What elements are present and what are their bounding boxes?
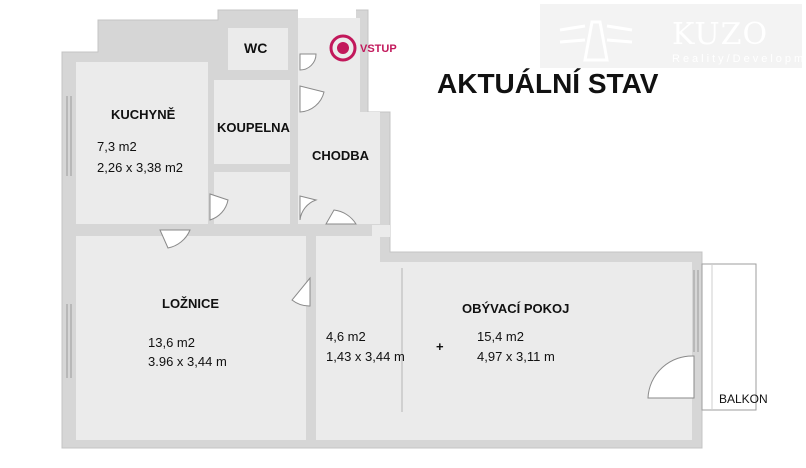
room-bedroom bbox=[76, 236, 306, 440]
doors bbox=[159, 53, 695, 399]
logo: KUZO Reality/Development bbox=[540, 4, 806, 68]
living-area: 15,4 m2 bbox=[477, 329, 524, 344]
room-hallway bbox=[298, 18, 380, 224]
hallway-name: CHODBA bbox=[312, 148, 370, 163]
door-bedroom bbox=[159, 229, 191, 249]
rooms bbox=[76, 18, 692, 440]
room-living-main bbox=[316, 262, 692, 440]
balcony-area bbox=[701, 263, 757, 411]
entrance-opening bbox=[298, 6, 356, 18]
bedroom-name: LOŽNICE bbox=[162, 296, 219, 311]
annex-dims: 1,43 x 3,44 m bbox=[326, 349, 405, 364]
logo-tagline: Reality/Development bbox=[672, 53, 806, 65]
wc-name: WC bbox=[244, 40, 267, 56]
door-storage bbox=[299, 195, 318, 221]
door-kitchen bbox=[209, 193, 229, 221]
annex-area: 4,6 m2 bbox=[326, 329, 366, 344]
lighthouse-icon bbox=[559, 20, 633, 62]
balcony-name: BALKON bbox=[719, 392, 768, 406]
living-dims: 4,97 x 3,11 m bbox=[477, 349, 555, 364]
door-balcony bbox=[647, 355, 695, 399]
bathroom-name: KOUPELNA bbox=[217, 120, 291, 135]
entrance-label: VSTUP bbox=[360, 43, 397, 55]
logo-background bbox=[540, 4, 802, 68]
door-bathroom bbox=[299, 85, 325, 113]
living-name: OBÝVACÍ POKOJ bbox=[462, 301, 569, 316]
logo-name: KUZO bbox=[672, 17, 768, 52]
door-annex bbox=[291, 276, 311, 307]
room-storage bbox=[214, 172, 290, 224]
room-bathroom bbox=[214, 80, 290, 164]
room-wc bbox=[228, 28, 288, 70]
page-title: AKTUÁLNÍ STAV bbox=[437, 68, 659, 99]
kitchen-dims: 2,26 x 3,38 m2 bbox=[97, 160, 183, 175]
windows bbox=[66, 96, 699, 378]
room-kitchen bbox=[76, 62, 208, 224]
door-hallway bbox=[325, 209, 357, 225]
entrance-marker-icon bbox=[329, 34, 357, 62]
annex-joint bbox=[372, 225, 390, 237]
kitchen-area: 7,3 m2 bbox=[97, 139, 137, 154]
bedroom-area: 13,6 m2 bbox=[148, 335, 195, 350]
kitchen-name: KUCHYNĚ bbox=[111, 107, 176, 122]
door-wc bbox=[299, 53, 317, 71]
bedroom-dims: 3.96 x 3,44 m bbox=[148, 354, 227, 369]
plus-sign: + bbox=[436, 339, 444, 354]
